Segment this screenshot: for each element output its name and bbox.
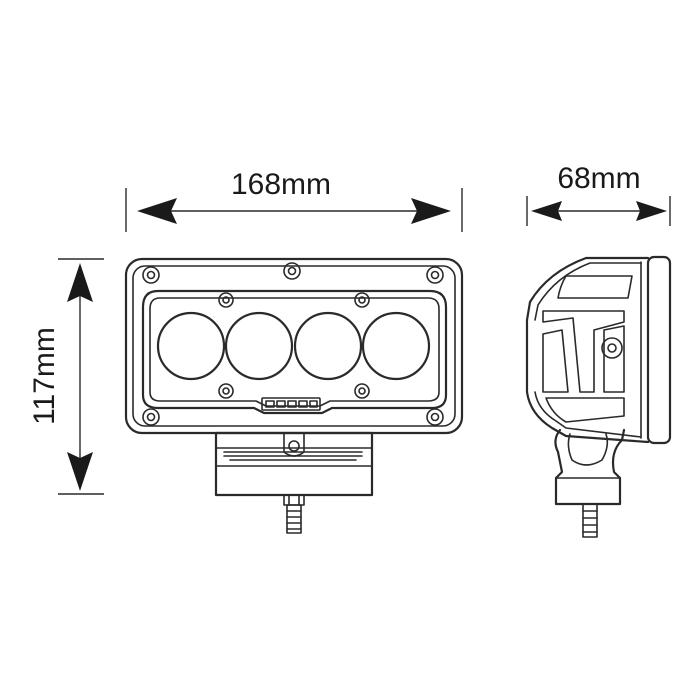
width-label: 168mm xyxy=(231,168,331,201)
screw-icon xyxy=(142,408,160,426)
depth-label: 68mm xyxy=(557,162,640,195)
depth-dimension: 68mm xyxy=(526,162,671,226)
height-arrow-bottom xyxy=(67,452,93,491)
screw-icon xyxy=(218,383,234,399)
height-dimension: 117mm xyxy=(28,258,104,495)
adjuster-knob xyxy=(601,337,623,359)
depth-arrow-right xyxy=(636,201,667,221)
width-arrow-left xyxy=(137,198,177,224)
mounting-bracket xyxy=(214,431,374,497)
height-arrow-top xyxy=(67,263,93,302)
depth-arrow-left xyxy=(531,201,562,221)
side-view xyxy=(525,255,672,538)
width-arrow-right xyxy=(411,198,451,224)
lens-window-outer xyxy=(141,289,448,415)
side-front-bezel xyxy=(646,255,672,445)
side-housing-outline xyxy=(525,256,650,444)
led-reflector xyxy=(224,311,294,381)
front-housing-inner xyxy=(132,265,456,427)
screw-icon xyxy=(426,266,444,284)
led-reflector xyxy=(361,311,431,381)
side-mounting-bracket xyxy=(554,428,626,506)
side-mounting-bolt xyxy=(582,503,598,538)
height-label: 117mm xyxy=(28,327,61,425)
indicator-strip xyxy=(261,397,321,411)
front-view xyxy=(124,257,464,534)
screw-icon xyxy=(354,383,370,399)
width-dimension: 168mm xyxy=(125,168,463,232)
screw-icon xyxy=(218,292,234,308)
led-reflector xyxy=(156,311,226,381)
cooling-fins xyxy=(542,275,633,423)
led-reflector xyxy=(293,311,363,381)
screw-icon xyxy=(426,408,444,426)
screw-icon xyxy=(283,262,301,280)
screw-icon xyxy=(354,292,370,308)
mounting-bolt xyxy=(283,494,305,534)
bracket-base xyxy=(214,431,374,497)
screw-icon xyxy=(142,266,160,284)
